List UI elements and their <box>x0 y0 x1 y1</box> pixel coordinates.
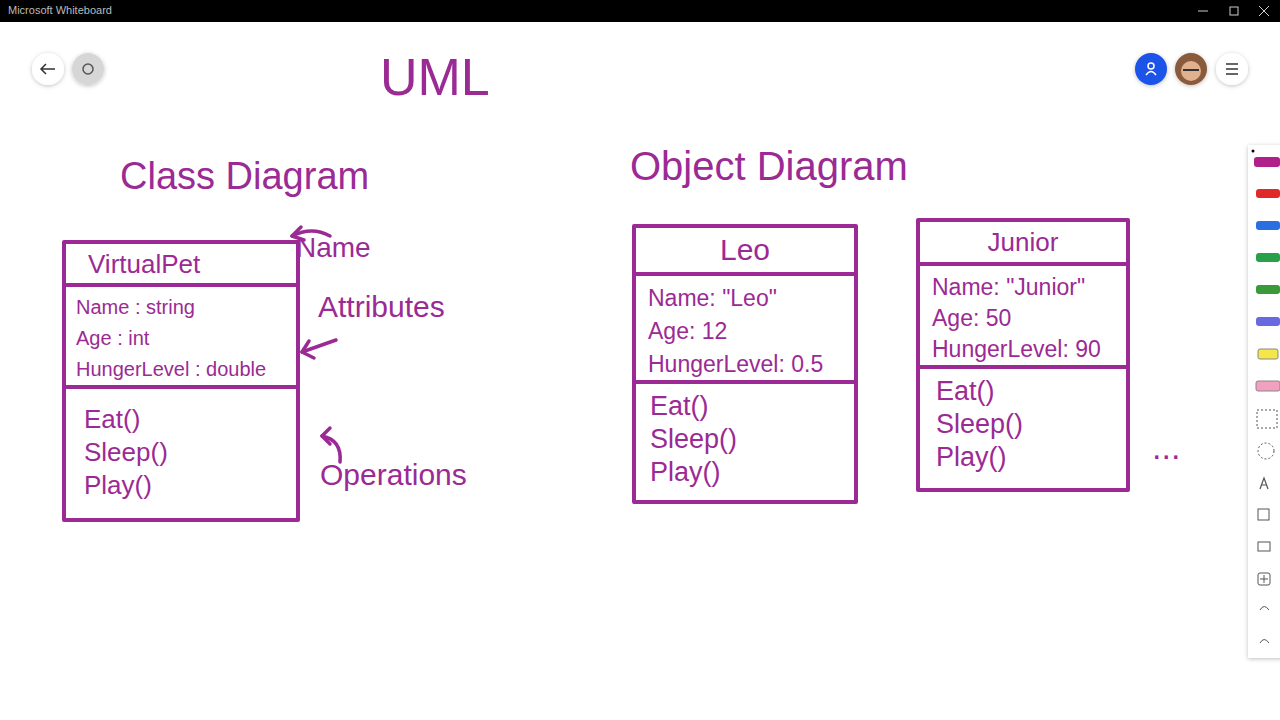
pen-tool <box>1256 189 1280 198</box>
operation-compartment: Eat()Sleep()Play() <box>920 369 1126 488</box>
operation-compartment: Eat()Sleep()Play() <box>66 389 296 518</box>
user-avatar <box>1175 53 1207 85</box>
pen-tool <box>1254 157 1280 167</box>
callout-label: Attributes <box>318 290 445 325</box>
title-bar <box>0 0 1280 22</box>
pen-tool <box>1256 285 1280 294</box>
attribute-text: Name: "Leo" <box>648 282 854 315</box>
menu-button <box>1216 53 1248 85</box>
attribute-text: Age: 12 <box>648 315 854 348</box>
ellipsis-mark: ... <box>1152 428 1180 467</box>
class-name: Junior <box>920 224 1126 260</box>
class-name-compartment: VirtualPet <box>66 244 296 287</box>
sync-button <box>72 53 104 85</box>
operation-compartment: Eat()Sleep()Play() <box>636 384 854 500</box>
pen-tool <box>1256 317 1280 326</box>
eraser-tool <box>1256 381 1280 391</box>
undo-tool <box>1260 607 1269 611</box>
attribute-text: Age : int <box>76 323 296 354</box>
class-name-compartment: Leo <box>636 228 854 276</box>
object-box: JuniorName: "Junior"Age: 50HungerLevel: … <box>916 218 1130 492</box>
page-title: UML <box>380 48 490 108</box>
person-icon <box>1148 63 1154 69</box>
operation-text: Play() <box>84 469 296 502</box>
attribute-text: HungerLevel: 0.5 <box>648 348 854 381</box>
share-button <box>1135 53 1167 85</box>
class-name-compartment: Junior <box>920 222 1126 266</box>
note-tool <box>1258 509 1269 520</box>
object-box: LeoName: "Leo"Age: 12HungerLevel: 0.5Eat… <box>632 224 858 504</box>
avatar-glasses <box>1183 69 1199 71</box>
restore-icon <box>1230 7 1238 15</box>
section-heading: Class Diagram <box>120 155 369 199</box>
class-name: Leo <box>636 230 854 270</box>
ruler-tool <box>1257 410 1277 428</box>
attribute-text: Name: "Junior" <box>932 272 1126 303</box>
operation-text: Sleep() <box>650 423 854 456</box>
highlighter-tool <box>1258 349 1278 359</box>
class-box: VirtualPetName : stringAge : intHungerLe… <box>62 240 300 522</box>
sync-icon <box>83 64 93 74</box>
avatar-face <box>1181 61 1201 81</box>
attribute-text: HungerLevel: 90 <box>932 334 1126 365</box>
insert-tool <box>1258 573 1270 585</box>
callout-arrowhead <box>302 341 314 358</box>
attribute-text: Age: 50 <box>932 303 1126 334</box>
attribute-compartment: Name: "Junior"Age: 50HungerLevel: 90 <box>920 266 1126 369</box>
menu-icon <box>1226 64 1238 74</box>
section-heading: Object Diagram <box>630 143 908 189</box>
back-button <box>32 53 64 85</box>
minimize-icon <box>1198 11 1208 12</box>
image-tool <box>1258 542 1270 551</box>
attribute-text: Name : string <box>76 292 296 323</box>
operation-text: Play() <box>650 456 854 489</box>
pen-tool <box>1256 221 1280 230</box>
text-tool-icon <box>1260 478 1268 489</box>
operation-text: Sleep() <box>84 436 296 469</box>
operation-text: Eat() <box>84 403 296 436</box>
callout-label: Name <box>296 232 371 264</box>
person-icon <box>1146 72 1156 76</box>
attribute-compartment: Name : stringAge : intHungerLevel : doub… <box>66 287 296 389</box>
operation-text: Play() <box>936 441 1126 474</box>
back-arrow-icon <box>41 64 55 74</box>
operation-text: Eat() <box>650 390 854 423</box>
redo-tool <box>1260 640 1269 644</box>
operation-text: Eat() <box>936 375 1126 408</box>
attribute-text: HungerLevel : double <box>76 354 296 385</box>
window-title: Microsoft Whiteboard <box>8 4 112 17</box>
pen-tool <box>1256 253 1280 262</box>
callout-arrowhead <box>322 428 330 444</box>
callout-label: Operations <box>320 458 467 493</box>
class-name: VirtualPet <box>88 246 296 282</box>
operation-text: Sleep() <box>936 408 1126 441</box>
attribute-compartment: Name: "Leo"Age: 12HungerLevel: 0.5 <box>636 276 854 384</box>
insert-tool <box>1260 575 1268 583</box>
tool-palette <box>1248 145 1280 658</box>
close-icon <box>1259 6 1269 16</box>
lasso-tool <box>1258 443 1274 459</box>
palette-dot <box>1252 150 1255 153</box>
